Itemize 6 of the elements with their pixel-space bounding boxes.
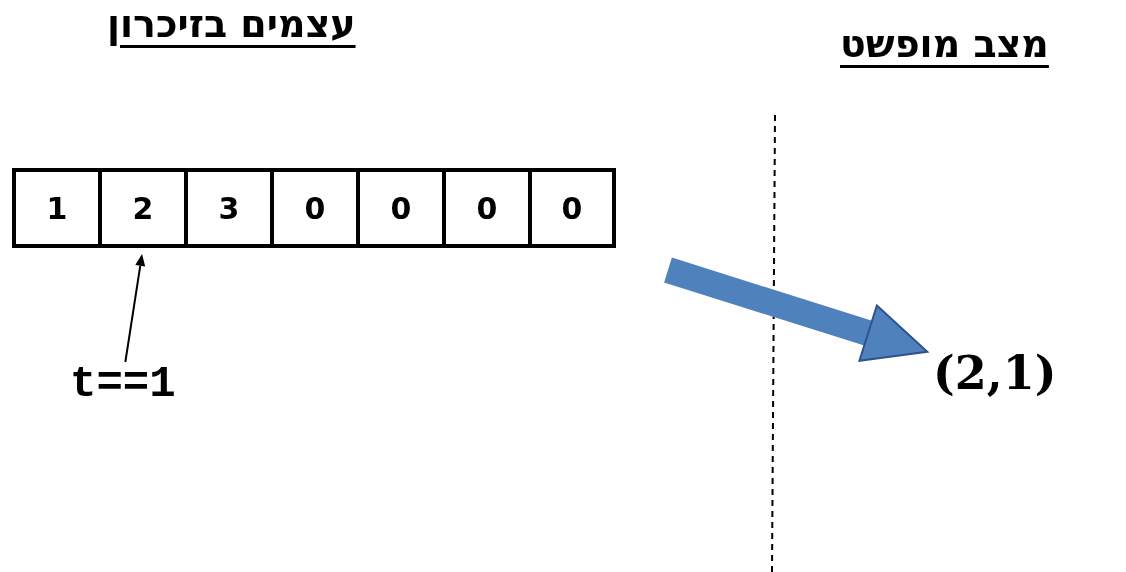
heading: מצב מופשט (840, 22, 1049, 68)
state-label: (2,1) (933, 350, 1057, 396)
variable-label: t==1 (70, 362, 176, 406)
block-arrow (664, 257, 929, 362)
heading: עצמים בזיכרון (107, 2, 356, 48)
arrow (124, 253, 146, 363)
